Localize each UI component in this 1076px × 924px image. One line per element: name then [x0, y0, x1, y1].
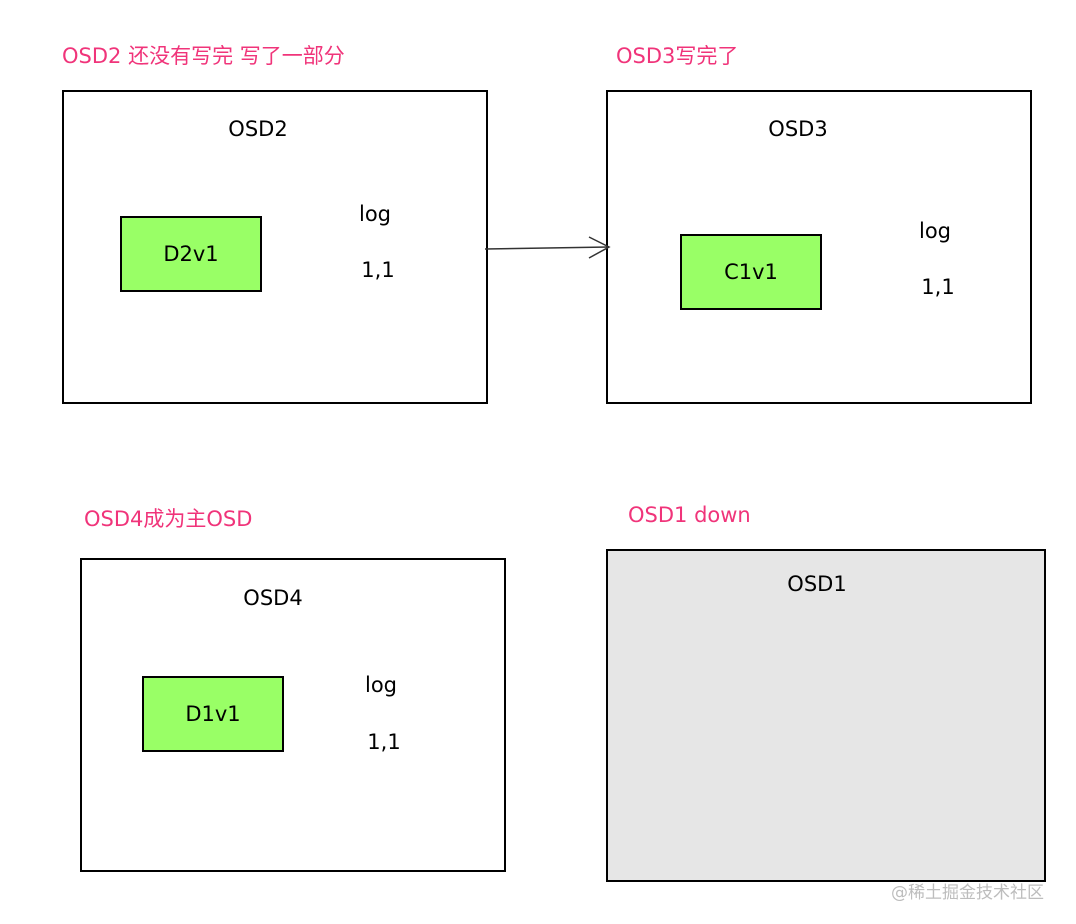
osd3-object: C1v1	[680, 234, 822, 310]
caption-osd2: OSD2 还没有写完 写了一部分	[62, 44, 345, 68]
caption-osd1: OSD1 down	[628, 503, 751, 527]
osd3-title: OSD3	[768, 117, 828, 141]
osd4-log-label: log	[364, 673, 398, 697]
caption-osd3: OSD3写完了	[616, 44, 739, 68]
caption-osd4: OSD4成为主OSD	[84, 507, 253, 531]
osd2-log-value: 1,1	[361, 258, 395, 282]
osd1-node-down	[606, 549, 1046, 882]
osd4-log-value: 1,1	[367, 730, 401, 754]
osd1-title: OSD1	[787, 572, 847, 596]
osd2-object: D2v1	[120, 216, 262, 292]
osd2-title: OSD2	[228, 117, 288, 141]
watermark: @稀土掘金技术社区	[891, 883, 1044, 903]
osd3-log-label: log	[918, 219, 952, 243]
osd3-node	[606, 90, 1032, 404]
osd2-log-label: log	[358, 202, 392, 226]
osd4-object: D1v1	[142, 676, 284, 752]
osd4-title: OSD4	[243, 586, 303, 610]
osd3-log-value: 1,1	[921, 275, 955, 299]
